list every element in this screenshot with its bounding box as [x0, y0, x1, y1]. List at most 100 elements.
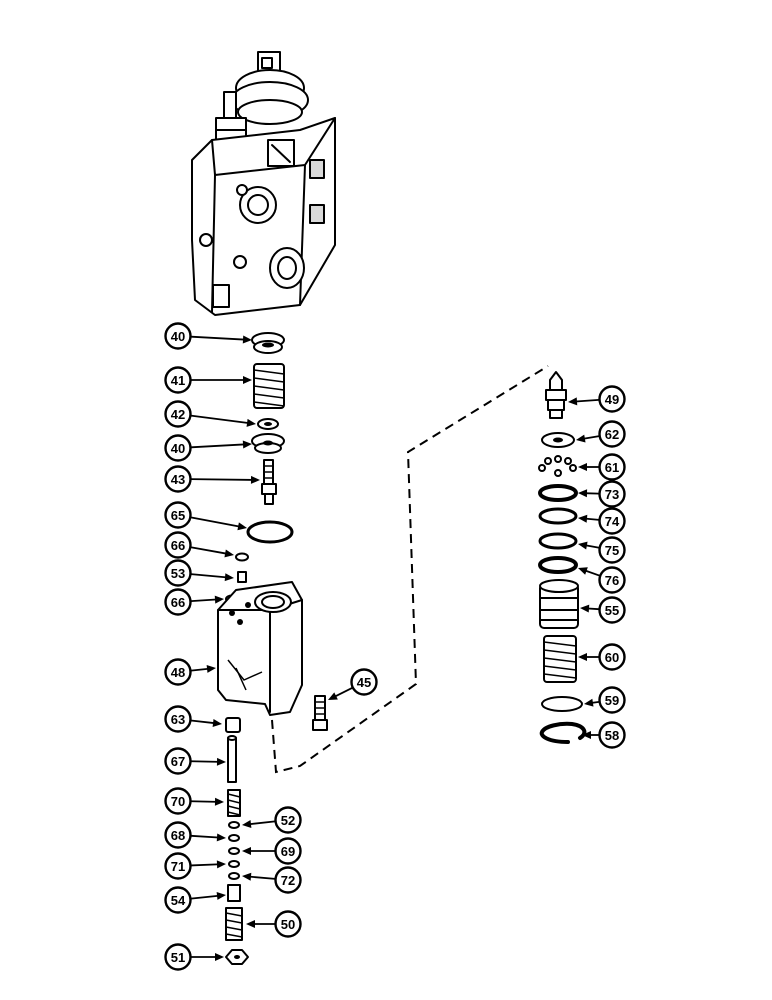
callout-bubble	[164, 943, 192, 971]
callout-number: 53	[171, 566, 185, 581]
callout-66: 66	[164, 588, 224, 616]
callout-bubble	[598, 643, 626, 671]
callout-40: 40	[164, 434, 252, 462]
callout-bubble	[164, 705, 192, 733]
callout-number: 67	[171, 754, 185, 769]
callout-73: 73	[578, 480, 626, 508]
part-75-ring	[538, 532, 578, 550]
leader-line	[247, 820, 276, 826]
leader-line	[190, 719, 217, 725]
callout-bubble	[598, 536, 626, 564]
leader-arrowhead	[578, 514, 588, 523]
callout-51: 51	[164, 943, 224, 971]
part-74-ring	[538, 507, 578, 525]
callout-bubble	[164, 400, 192, 428]
part-40-spring-seat-upper	[251, 332, 285, 354]
part-40-spring-seat-lower	[251, 433, 285, 454]
leader-line	[190, 834, 221, 839]
callout-bubble	[598, 507, 626, 535]
part-65-o-ring	[246, 520, 294, 544]
leader-line	[190, 667, 211, 672]
part-55-bushing	[539, 579, 579, 629]
callout-63: 63	[164, 705, 222, 733]
callout-bubble	[164, 434, 192, 462]
callout-50: 50	[246, 910, 302, 938]
leader-arrowhead	[582, 731, 591, 739]
callout-bubble	[164, 588, 192, 616]
callout-number: 63	[171, 712, 185, 727]
leader-arrowhead	[584, 698, 594, 707]
callout-number: 70	[171, 794, 185, 809]
leader-arrowhead	[243, 376, 252, 384]
part-71-seal	[228, 860, 240, 868]
leader-line	[190, 800, 219, 803]
leader-arrowhead	[242, 820, 252, 829]
callout-number: 74	[605, 514, 620, 529]
callout-number: 40	[171, 441, 185, 456]
callout-number: 54	[171, 893, 186, 908]
leader-arrowhead	[212, 719, 222, 727]
part-45-cap-screw	[312, 695, 328, 731]
callout-bubble	[164, 559, 192, 587]
part-59-ring	[541, 696, 583, 712]
callout-number: 71	[171, 859, 185, 874]
part-41-spring	[253, 363, 285, 409]
callout-41: 41	[164, 366, 252, 394]
leader-arrowhead	[242, 872, 252, 881]
leader-line	[190, 894, 221, 900]
callout-48: 48	[164, 658, 216, 686]
callout-bubble	[350, 668, 378, 696]
leader-arrowhead	[246, 920, 255, 928]
leader-arrowhead	[237, 522, 247, 531]
leader-arrowhead	[328, 692, 338, 700]
callout-number: 65	[171, 508, 185, 523]
callout-bubble	[274, 910, 302, 938]
callout-bubble	[598, 721, 626, 749]
leader-arrowhead	[250, 475, 260, 484]
leader-arrowhead	[578, 463, 587, 471]
callout-43: 43	[164, 465, 260, 493]
leader-line	[190, 760, 221, 763]
callout-bubble	[274, 806, 302, 834]
callout-number: 43	[171, 472, 185, 487]
part-48-cap-housing	[217, 581, 303, 716]
callout-bubble	[164, 886, 192, 914]
callout-bubble	[598, 596, 626, 624]
leader-arrowhead	[216, 860, 226, 869]
part-67-plunger	[227, 735, 237, 783]
part-51-nut	[225, 949, 249, 965]
part-61-balls	[538, 455, 577, 477]
leader-arrowhead	[246, 418, 256, 427]
callout-61: 61	[578, 453, 626, 481]
callout-45: 45	[328, 668, 378, 700]
leader-line	[332, 687, 353, 699]
leader-line	[190, 863, 221, 867]
callout-bubble	[164, 852, 192, 880]
leader-arrowhead	[214, 595, 224, 604]
part-49-detent-plunger	[545, 371, 567, 419]
callout-bubble	[274, 837, 302, 865]
callout-number: 73	[605, 487, 619, 502]
part-69-seal	[228, 847, 240, 855]
leader-line	[190, 516, 242, 528]
leader-arrowhead	[224, 573, 234, 582]
leader-arrowhead	[216, 891, 226, 900]
callout-number: 66	[171, 595, 185, 610]
part-68-seal	[228, 834, 240, 842]
callout-number: 45	[357, 675, 371, 690]
callout-53: 53	[164, 559, 234, 587]
callout-54: 54	[164, 886, 226, 914]
callout-bubble	[164, 531, 192, 559]
leader-line	[190, 598, 219, 603]
callout-bubble	[598, 480, 626, 508]
callout-59: 59	[584, 686, 626, 714]
callout-42: 42	[164, 400, 256, 428]
callout-bubble	[164, 322, 192, 350]
callout-40: 40	[164, 322, 252, 350]
callout-number: 51	[171, 950, 185, 965]
leader-line	[190, 546, 229, 555]
leader-arrowhead	[242, 335, 252, 344]
leader-arrowhead	[580, 604, 590, 613]
part-72-seal	[228, 872, 240, 880]
